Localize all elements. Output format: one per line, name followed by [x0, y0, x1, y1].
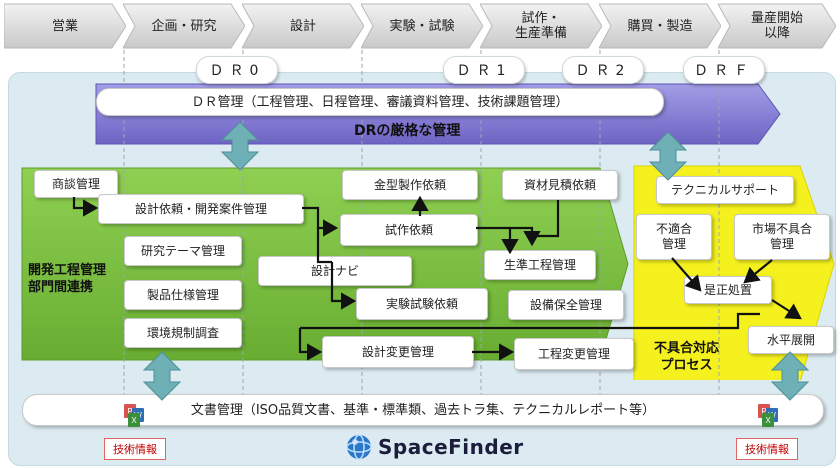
sekkei-navi-box: 設計ナビ: [258, 256, 412, 286]
stage-label: 設計: [289, 18, 316, 34]
kankyo-box: 環境規制調査: [124, 318, 242, 348]
dr-strict-management-label: DRの厳格な管理: [354, 123, 461, 139]
globe-icon: [346, 434, 372, 460]
sekkei-irai-box: 設計依頼・開発案件管理: [98, 194, 304, 224]
sekkei-henko-box: 設計変更管理: [322, 336, 474, 368]
stage-sekkei: 設計: [242, 0, 364, 52]
dev-section-label: 開発工程管理 部門間連携: [28, 263, 107, 295]
svg-text:P: P: [127, 407, 132, 416]
futekigo-box: 不適合 管理: [636, 214, 712, 260]
stage-label: 営業: [51, 18, 78, 34]
milestone-drf: ＤＲＦ: [683, 56, 765, 84]
svg-text:X: X: [131, 416, 137, 425]
milestone-dr0: ＤＲ0: [196, 56, 278, 84]
seihin-shiyo-box: 製品仕様管理: [124, 280, 242, 310]
stage-label: 購買・製造: [627, 18, 693, 34]
koutei-henko-box: 工程変更管理: [514, 338, 634, 370]
seisan-box: 生準工程管理: [484, 250, 596, 280]
milestone-dr1: ＤＲ1: [443, 56, 525, 84]
stage-kikaku: 企画・研究: [123, 0, 245, 52]
stage-label: 試作・ 生産準備: [514, 11, 567, 41]
stage-kobai: 購買・製造: [599, 0, 721, 52]
svg-text:P: P: [761, 407, 766, 416]
stage-label: 量産開始 以降: [750, 11, 803, 41]
stage-jikken: 実験・試験: [361, 0, 483, 52]
defect-section-label: 不具合対応 プロセス: [654, 341, 720, 373]
product-name: SpaceFinder: [378, 435, 524, 459]
tech-info-tag-left: 技術情報: [104, 438, 166, 460]
office-docs-icon: P W X: [124, 404, 144, 427]
dr-management-box: ＤＲ管理（工程管理、日程管理、審議資料管理、技術課題管理）: [96, 88, 664, 116]
milestone-dr2: ＤＲ2: [562, 56, 644, 84]
stage-label: 実験・試験: [389, 18, 455, 34]
stage-shisaku: 試作・ 生産準備: [480, 0, 602, 52]
shodan-box: 商談管理: [34, 170, 118, 198]
shisaku-box: 試作依頼: [340, 214, 478, 246]
tech-support-box: テクニカルサポート: [656, 176, 794, 204]
tech-info-tag-right: 技術情報: [736, 438, 798, 460]
stage-eigyo: 営業: [4, 0, 126, 52]
suihei-box: 水平展開: [748, 326, 834, 354]
stage-label: 企画・研究: [151, 18, 217, 34]
kanagata-box: 金型製作依頼: [342, 170, 478, 200]
stage-ryosan: 量産開始 以降: [718, 0, 836, 52]
spacefinder-logo: SpaceFinder: [346, 432, 524, 462]
office-docs-icon: P W X: [758, 404, 778, 427]
zesei-box: 是正処置: [684, 276, 772, 304]
shijo-fuguai-box: 市場不具合 管理: [734, 214, 830, 260]
jikken-box: 実験試験依頼: [356, 288, 488, 320]
svg-text:X: X: [765, 416, 771, 425]
kenkyu-theme-box: 研究テーマ管理: [124, 236, 242, 266]
setsubi-box: 設備保全管理: [508, 290, 624, 320]
shizai-box: 資材見積依頼: [502, 170, 618, 200]
